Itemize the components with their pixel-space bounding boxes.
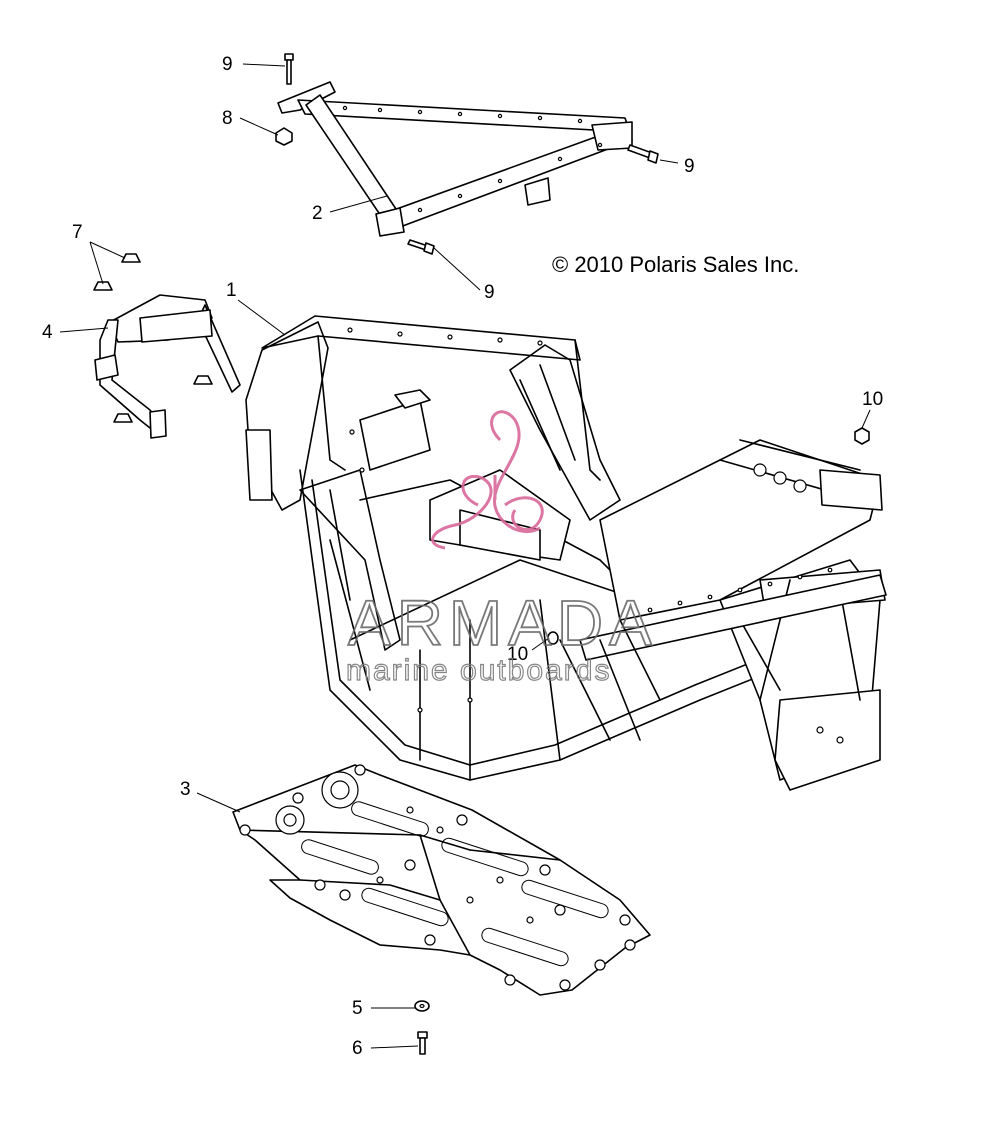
callout-1: 1 <box>226 280 237 301</box>
callout-8: 8 <box>222 108 233 129</box>
leader-lines <box>59 63 871 1049</box>
callout-9-top: 9 <box>222 54 233 75</box>
bolt-6 <box>417 1031 428 1055</box>
nut-10-center <box>547 631 559 645</box>
callout-4: 4 <box>42 322 53 343</box>
callout-6: 6 <box>352 1038 363 1059</box>
watermark: ARMADA marine outboards <box>345 410 658 688</box>
bolt-9-right <box>627 144 659 164</box>
part-skid-plate <box>232 764 651 996</box>
part-front-bracket <box>94 294 241 439</box>
callout-10-center: 10 <box>507 644 528 665</box>
callout-labels: 9 8 9 2 9 7 4 1 10 10 3 5 6 <box>42 54 883 1059</box>
nut-8 <box>275 127 293 146</box>
part-main-frame <box>245 315 887 791</box>
watermark-brand: ARMADA <box>348 587 658 659</box>
callout-5: 5 <box>352 998 363 1019</box>
watermark-logo-icon <box>431 410 544 550</box>
screws-7 <box>93 253 213 423</box>
callout-2: 2 <box>312 203 323 224</box>
bolt-9-top <box>284 53 294 85</box>
callout-7: 7 <box>72 222 83 243</box>
callout-3: 3 <box>180 779 191 800</box>
callout-10-upper: 10 <box>862 389 883 410</box>
washer-5 <box>414 1000 430 1012</box>
callout-9-right: 9 <box>684 156 695 177</box>
callout-9-lower: 9 <box>484 282 495 303</box>
part-upper-support-bar <box>277 81 633 237</box>
bolt-9-lower <box>407 239 435 255</box>
nut-10-upper <box>854 427 870 445</box>
watermark-tagline: marine outboards <box>346 654 611 687</box>
copyright-notice: © 2010 Polaris Sales Inc. <box>552 252 799 277</box>
